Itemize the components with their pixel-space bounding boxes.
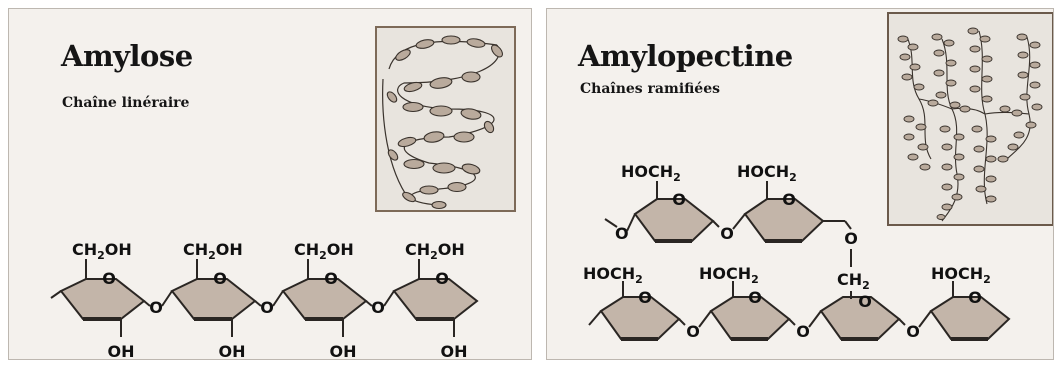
branch-oxygen-label: O [844,229,858,248]
glycosidic-oxygen-label: O [149,298,163,317]
amylopectine-branch-inset [887,12,1053,226]
amylose-diagram: O CH2OH OH O O CH2OH OH O [50,26,516,360]
amylose-chain: O CH2OH OH O O CH2OH OH O [50,240,479,360]
amylose-glucose-unit: O CH2OH OH [281,240,368,360]
amylopectine-subtitle: Chaînes ramifiées [580,81,721,97]
ch2oh-group-label: CH2OH [294,240,354,262]
hoch2-group-label: HOCH2 [699,264,759,286]
glycosidic-oxygen-label: O [615,224,629,243]
glycosidic-oxygen-label: O [260,298,274,317]
ring-oxygen-label: O [748,288,762,307]
ch2oh-group-label: CH2OH [183,240,243,262]
ring-oxygen-label: O [435,269,449,288]
branch-glucose-units [897,27,1043,220]
glycosidic-oxygen-label: O [371,298,385,317]
amylose-title: Amylose [61,39,193,73]
glycosidic-oxygen-label: O [720,224,734,243]
amylopectine-diagram: O O HOCH2 O O HOCH2 O CH [583,12,1053,341]
amylopectine-title: Amylopectine [578,39,793,73]
ring-oxygen-label: O [638,288,652,307]
amylopectine-glucose-unit: O HOCH2 [621,162,715,243]
amylopectine-glucose-unit: O [819,291,901,341]
glycosidic-oxygen-label: O [686,322,700,341]
amylopectine-glucose-unit: O HOCH2 [737,162,825,243]
ring-oxygen-label: O [968,288,982,307]
amylopectine-panel: Amylopectine Chaînes ramifiées [546,8,1054,360]
ring-oxygen-label: O [102,269,116,288]
ring-oxygen-label: O [213,269,227,288]
helix-glucose-units [382,35,503,210]
branch-chains [906,30,1031,222]
amylopectine-glucose-unit: O HOCH2 [699,264,791,341]
amylopectine-lower-chain: O HOCH2 O O HOCH2 O O O [583,264,1011,341]
ring-oxygen-label: O [672,190,686,209]
hoch2-group-label: HOCH2 [931,264,991,286]
hoch2-group-label: HOCH2 [737,162,797,184]
amylose-glucose-unit: O CH2OH OH [59,240,146,360]
amylose-subtitle: Chaîne linéraire [62,95,190,111]
oh-group-label: OH [108,342,135,360]
ch2oh-group-label: CH2OH [72,240,132,262]
glycosidic-oxygen-label: O [906,322,920,341]
branch-ch2-label: CH2 [837,270,870,292]
ch2oh-group-label: CH2OH [405,240,465,262]
amylose-helix-inset [375,26,516,212]
amylose-glucose-unit: O CH2OH OH [392,240,479,360]
ring-oxygen-label: O [782,190,796,209]
hoch2-group-label: HOCH2 [583,264,643,286]
amylose-panel: Amylose Chaîne linéraire [8,8,532,360]
amylopectine-glucose-unit: O HOCH2 [929,264,1011,341]
hoch2-group-label: HOCH2 [621,162,681,184]
ring-oxygen-label: O [324,269,338,288]
ring-oxygen-label: O [858,292,872,311]
amylose-glucose-unit: O CH2OH OH [170,240,257,360]
amylopectine-upper-chain: O O HOCH2 O O HOCH2 O CH [604,162,870,292]
oh-group-label: OH [330,342,357,360]
glycosidic-oxygen-label: O [796,322,810,341]
oh-group-label: OH [219,342,246,360]
oh-group-label: OH [441,342,468,360]
amylopectine-glucose-unit: O HOCH2 [583,264,681,341]
